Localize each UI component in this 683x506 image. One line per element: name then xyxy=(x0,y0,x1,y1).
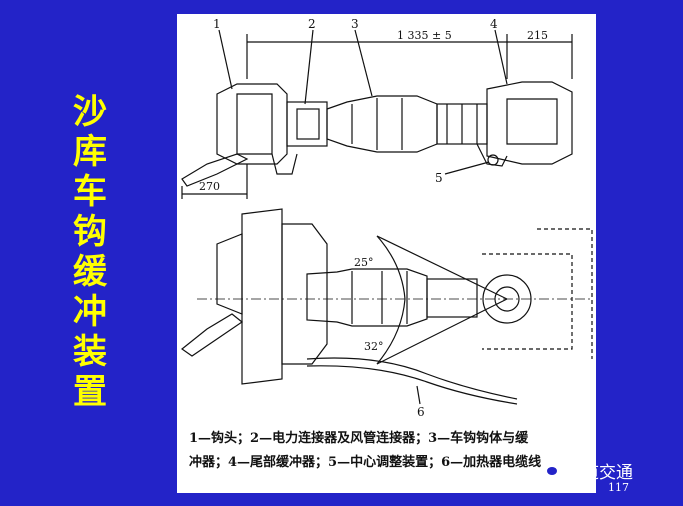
coupler-body-lower xyxy=(306,268,428,327)
caption-line: 1—钩头；2—电力连接器及风管连接器；3—车钩钩体与缓 xyxy=(189,431,529,446)
watermark-text: 轨道交通 xyxy=(565,463,633,483)
title-char: 冲 xyxy=(73,292,107,332)
slide-title: 沙 库 车 钩 缓 冲 装 置 xyxy=(66,92,114,412)
page-number: 117 xyxy=(608,481,629,494)
angle-lower: 32° xyxy=(364,340,384,353)
label-6: 6 xyxy=(417,405,425,419)
heater-cable xyxy=(306,357,518,400)
label-1: 1 xyxy=(213,17,221,31)
angle-arc-lower xyxy=(376,298,406,365)
connector-lower xyxy=(281,223,328,365)
tail-frame xyxy=(486,81,573,165)
coupler-body xyxy=(326,95,438,153)
chat-icon xyxy=(543,461,561,480)
coupler-head-lower xyxy=(241,208,283,385)
title-char: 置 xyxy=(73,372,107,412)
label-2: 2 xyxy=(308,17,316,31)
watermark: 轨道交通 xyxy=(543,458,633,483)
title-char: 装 xyxy=(73,332,107,372)
diagram-panel: 1 2 3 4 5 6 1 335 ± 5 215 270 25° 32° 1—… xyxy=(177,14,596,493)
coupler-head xyxy=(216,83,288,165)
angle-arc-upper xyxy=(376,235,406,300)
coupler-drawing: 1 2 3 4 5 6 1 335 ± 5 215 270 25° 32° xyxy=(180,17,593,419)
title-char: 沙 xyxy=(73,92,107,132)
label-4: 4 xyxy=(490,17,498,31)
dim-main: 1 335 ± 5 xyxy=(397,29,452,42)
guide-arm xyxy=(181,153,249,187)
title-char: 钩 xyxy=(73,212,107,252)
caption-line: 冲器；4—尾部缓冲器；5—中心调整装置；6—加热器电缆线 xyxy=(189,455,542,470)
dim-tail: 215 xyxy=(527,29,548,42)
legend-caption: 1—钩头；2—电力连接器及风管连接器；3—车钩钩体与缓 冲器；4—尾部缓冲器；5… xyxy=(189,427,594,475)
title-char: 车 xyxy=(73,172,107,212)
rear-buffer-lower xyxy=(426,278,478,318)
label-5: 5 xyxy=(435,171,443,185)
dim-hook: 270 xyxy=(199,180,220,193)
title-char: 缓 xyxy=(73,252,107,292)
angle-upper: 25° xyxy=(354,256,374,269)
label-3: 3 xyxy=(351,17,359,31)
title-char: 库 xyxy=(73,132,107,172)
